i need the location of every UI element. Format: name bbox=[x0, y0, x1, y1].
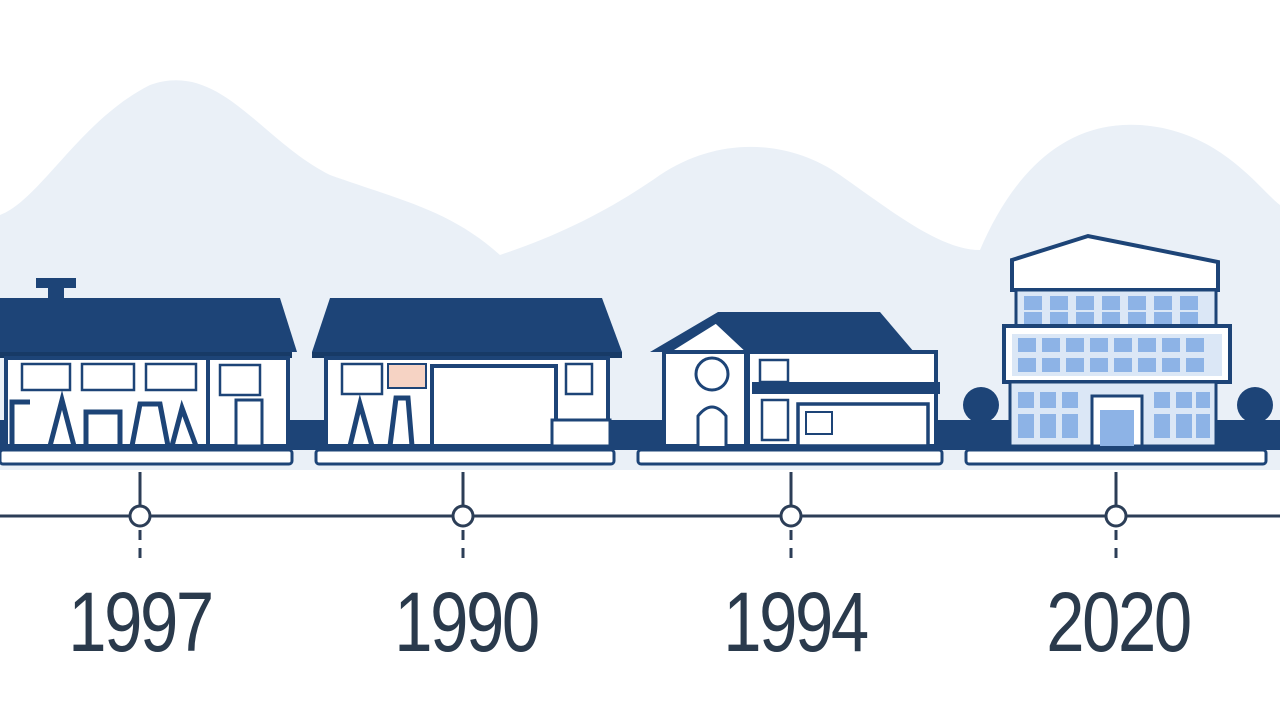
background-mountains bbox=[0, 80, 1280, 470]
building-garage-shop bbox=[312, 298, 622, 466]
year-label-2: 1990 bbox=[394, 575, 540, 669]
building-office bbox=[963, 233, 1273, 466]
year-label-4: 2020 bbox=[1046, 575, 1192, 669]
timeline-marker-1994 bbox=[779, 472, 803, 566]
tree-right bbox=[1237, 387, 1273, 423]
timeline-marker-2020 bbox=[1104, 472, 1128, 566]
timeline-marker-1997 bbox=[128, 472, 152, 566]
timeline-marker-1990 bbox=[451, 472, 475, 566]
building-house-garage bbox=[636, 312, 944, 466]
year-label-3: 1994 bbox=[723, 575, 869, 669]
year-label-1: 1997 bbox=[68, 575, 214, 669]
building-workshop bbox=[0, 278, 297, 466]
tree-left bbox=[963, 387, 999, 423]
